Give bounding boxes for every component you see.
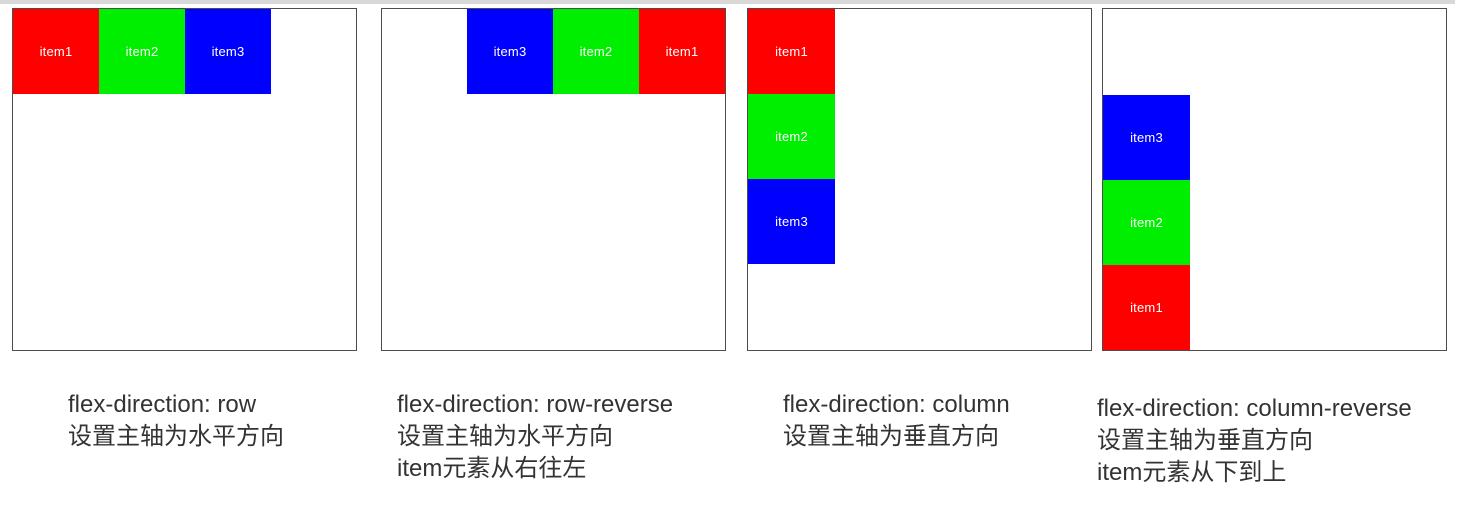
flex-item-label: item1 — [1130, 300, 1163, 315]
caption-line: item元素从下到上 — [1097, 459, 1287, 486]
caption-line: 设置主轴为水平方向 — [68, 423, 284, 450]
flex-item-label: item1 — [665, 44, 699, 59]
flex-container-column: item1 item2 item3 — [747, 8, 1092, 351]
panel-caption-column-reverse: flex-direction: column-reverse 设置主轴为垂直方向… — [1097, 393, 1412, 489]
caption-line: flex-direction: column — [783, 391, 1010, 418]
flex-item-2: item2 — [99, 9, 185, 94]
flex-item-label: item3 — [211, 44, 245, 59]
flex-container-column-reverse: item1 item2 item3 — [1102, 8, 1447, 351]
panel-caption-row-reverse: flex-direction: row-reverse 设置主轴为水平方向 it… — [397, 389, 673, 485]
flex-item-2: item2 — [1103, 180, 1190, 265]
flex-container-row: item1 item2 item3 — [12, 8, 357, 351]
flex-item-label: item3 — [1130, 130, 1163, 145]
flex-item-label: item1 — [39, 44, 73, 59]
caption-line: flex-direction: column-reverse — [1097, 395, 1412, 422]
flex-item-label: item3 — [775, 214, 808, 229]
flex-container-row-reverse: item1 item2 item3 — [381, 8, 726, 351]
flex-item-label: item3 — [493, 44, 527, 59]
caption-line: flex-direction: row — [68, 391, 257, 418]
top-divider-line — [0, 0, 1455, 4]
flex-item-2: item2 — [553, 9, 639, 94]
flex-item-3: item3 — [185, 9, 271, 94]
flex-item-1: item1 — [639, 9, 725, 94]
flex-item-label: item1 — [775, 44, 808, 59]
flex-item-3: item3 — [1103, 95, 1190, 180]
caption-line: flex-direction: row-reverse — [397, 391, 674, 418]
panel-caption-column: flex-direction: column 设置主轴为垂直方向 — [783, 389, 1010, 453]
caption-line: 设置主轴为垂直方向 — [1097, 427, 1313, 454]
flex-item-1: item1 — [1103, 265, 1190, 350]
flex-item-2: item2 — [748, 94, 835, 179]
flex-item-1: item1 — [13, 9, 99, 94]
caption-line: item元素从右往左 — [397, 455, 587, 482]
flex-item-3: item3 — [467, 9, 553, 94]
flex-item-label: item2 — [1130, 215, 1163, 230]
flex-item-label: item2 — [579, 44, 613, 59]
flex-item-label: item2 — [125, 44, 159, 59]
caption-line: 设置主轴为垂直方向 — [783, 423, 999, 450]
flex-item-1: item1 — [748, 9, 835, 94]
caption-line: 设置主轴为水平方向 — [397, 423, 613, 450]
panel-caption-row: flex-direction: row 设置主轴为水平方向 — [68, 389, 284, 453]
flex-item-label: item2 — [775, 129, 808, 144]
flex-item-3: item3 — [748, 179, 835, 264]
